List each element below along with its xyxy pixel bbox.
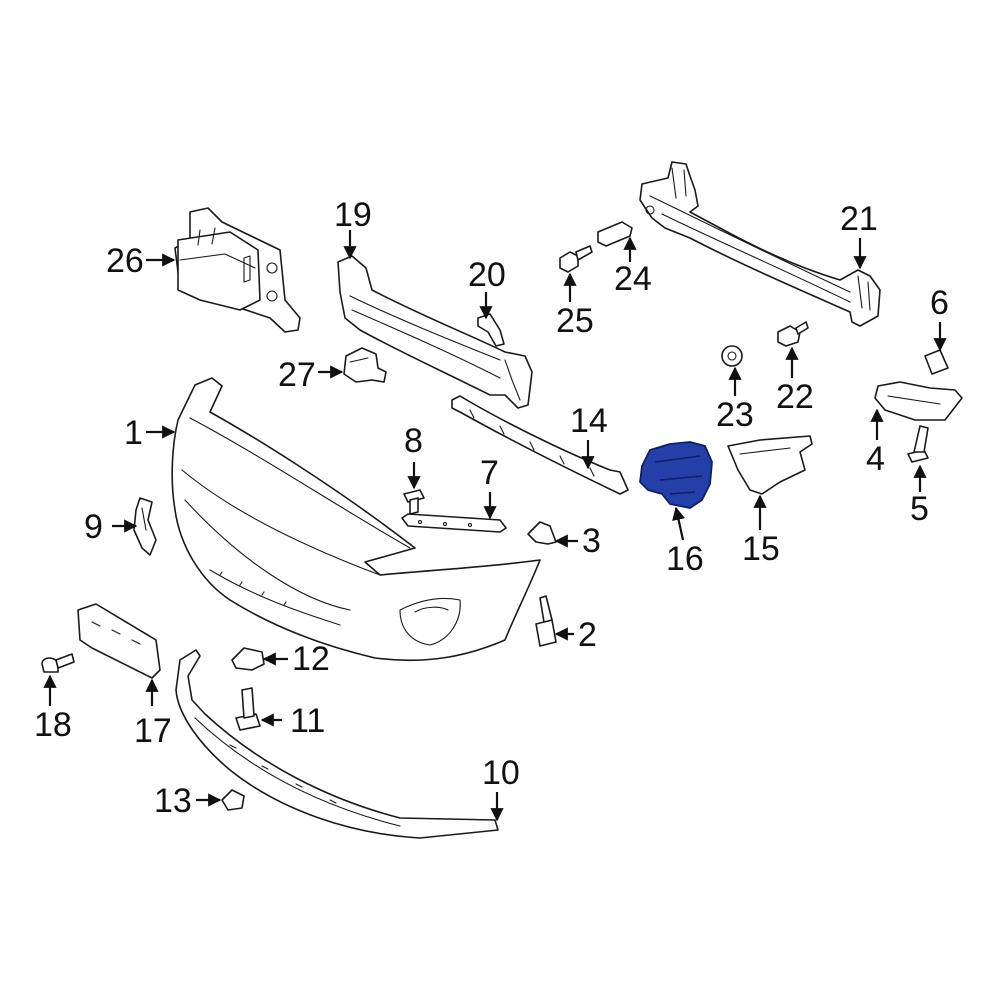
label-part-27: 27 xyxy=(278,356,316,394)
label-part-8: 8 xyxy=(404,422,423,460)
label-part-1: 1 xyxy=(124,414,143,452)
part-25-bolt xyxy=(559,245,593,273)
part-27-connector xyxy=(343,347,387,383)
part-11-bolt xyxy=(235,687,261,731)
part-17-bracket xyxy=(77,603,161,679)
label-part-6: 6 xyxy=(930,284,949,322)
part-26-radar-sensor xyxy=(174,207,301,333)
part-3-clip xyxy=(527,521,557,545)
part-15-deflector xyxy=(727,435,813,495)
label-part-12: 12 xyxy=(292,640,330,678)
part-7-strip xyxy=(401,513,507,533)
part-23-nut xyxy=(721,345,743,367)
label-part-17: 17 xyxy=(134,712,172,750)
part-24-pin xyxy=(597,221,633,247)
label-part-4: 4 xyxy=(866,440,885,478)
label-part-15: 15 xyxy=(742,530,780,568)
label-part-14: 14 xyxy=(570,402,608,440)
part-14-support-strip xyxy=(451,395,629,495)
part-22-bolt xyxy=(777,321,809,347)
part-8-screw xyxy=(403,489,425,515)
label-part-23: 23 xyxy=(716,396,754,434)
label-part-7: 7 xyxy=(480,454,499,492)
label-part-25: 25 xyxy=(556,302,594,340)
part-4-side-bracket xyxy=(874,381,963,421)
label-part-19: 19 xyxy=(334,196,372,234)
part-2-bolt xyxy=(535,595,557,647)
label-part-16: 16 xyxy=(666,540,704,578)
label-part-20: 20 xyxy=(468,256,506,294)
label-part-13: 13 xyxy=(154,782,192,820)
part-18-screw xyxy=(41,653,75,673)
label-part-21: 21 xyxy=(840,200,878,238)
part-19-absorber xyxy=(337,255,533,409)
label-part-26: 26 xyxy=(106,242,144,280)
part-9-side-bracket xyxy=(133,497,157,556)
label-part-24: 24 xyxy=(614,260,652,298)
label-part-2: 2 xyxy=(578,616,597,654)
part-1-bumper-cover xyxy=(171,377,541,662)
label-part-9: 9 xyxy=(84,508,103,546)
part-12-clip xyxy=(231,647,265,671)
part-5-screw xyxy=(907,425,929,463)
part-21-reinforcement-beam xyxy=(639,161,881,327)
label-part-10: 10 xyxy=(482,754,520,792)
label-part-3: 3 xyxy=(582,522,601,560)
leader-lines xyxy=(43,230,947,822)
label-part-5: 5 xyxy=(910,490,929,528)
label-part-18: 18 xyxy=(34,706,72,744)
part-13-clip xyxy=(221,789,245,811)
label-part-22: 22 xyxy=(776,378,814,416)
part-10-lower-valance xyxy=(175,649,499,839)
part-6-clip xyxy=(924,349,949,375)
part-numbers: 1 2 3 4 5 6 7 8 9 10 11 12 13 14 15 16 1… xyxy=(34,196,949,820)
label-part-11: 11 xyxy=(290,702,325,740)
part-16-highlighted-bracket xyxy=(639,441,713,509)
